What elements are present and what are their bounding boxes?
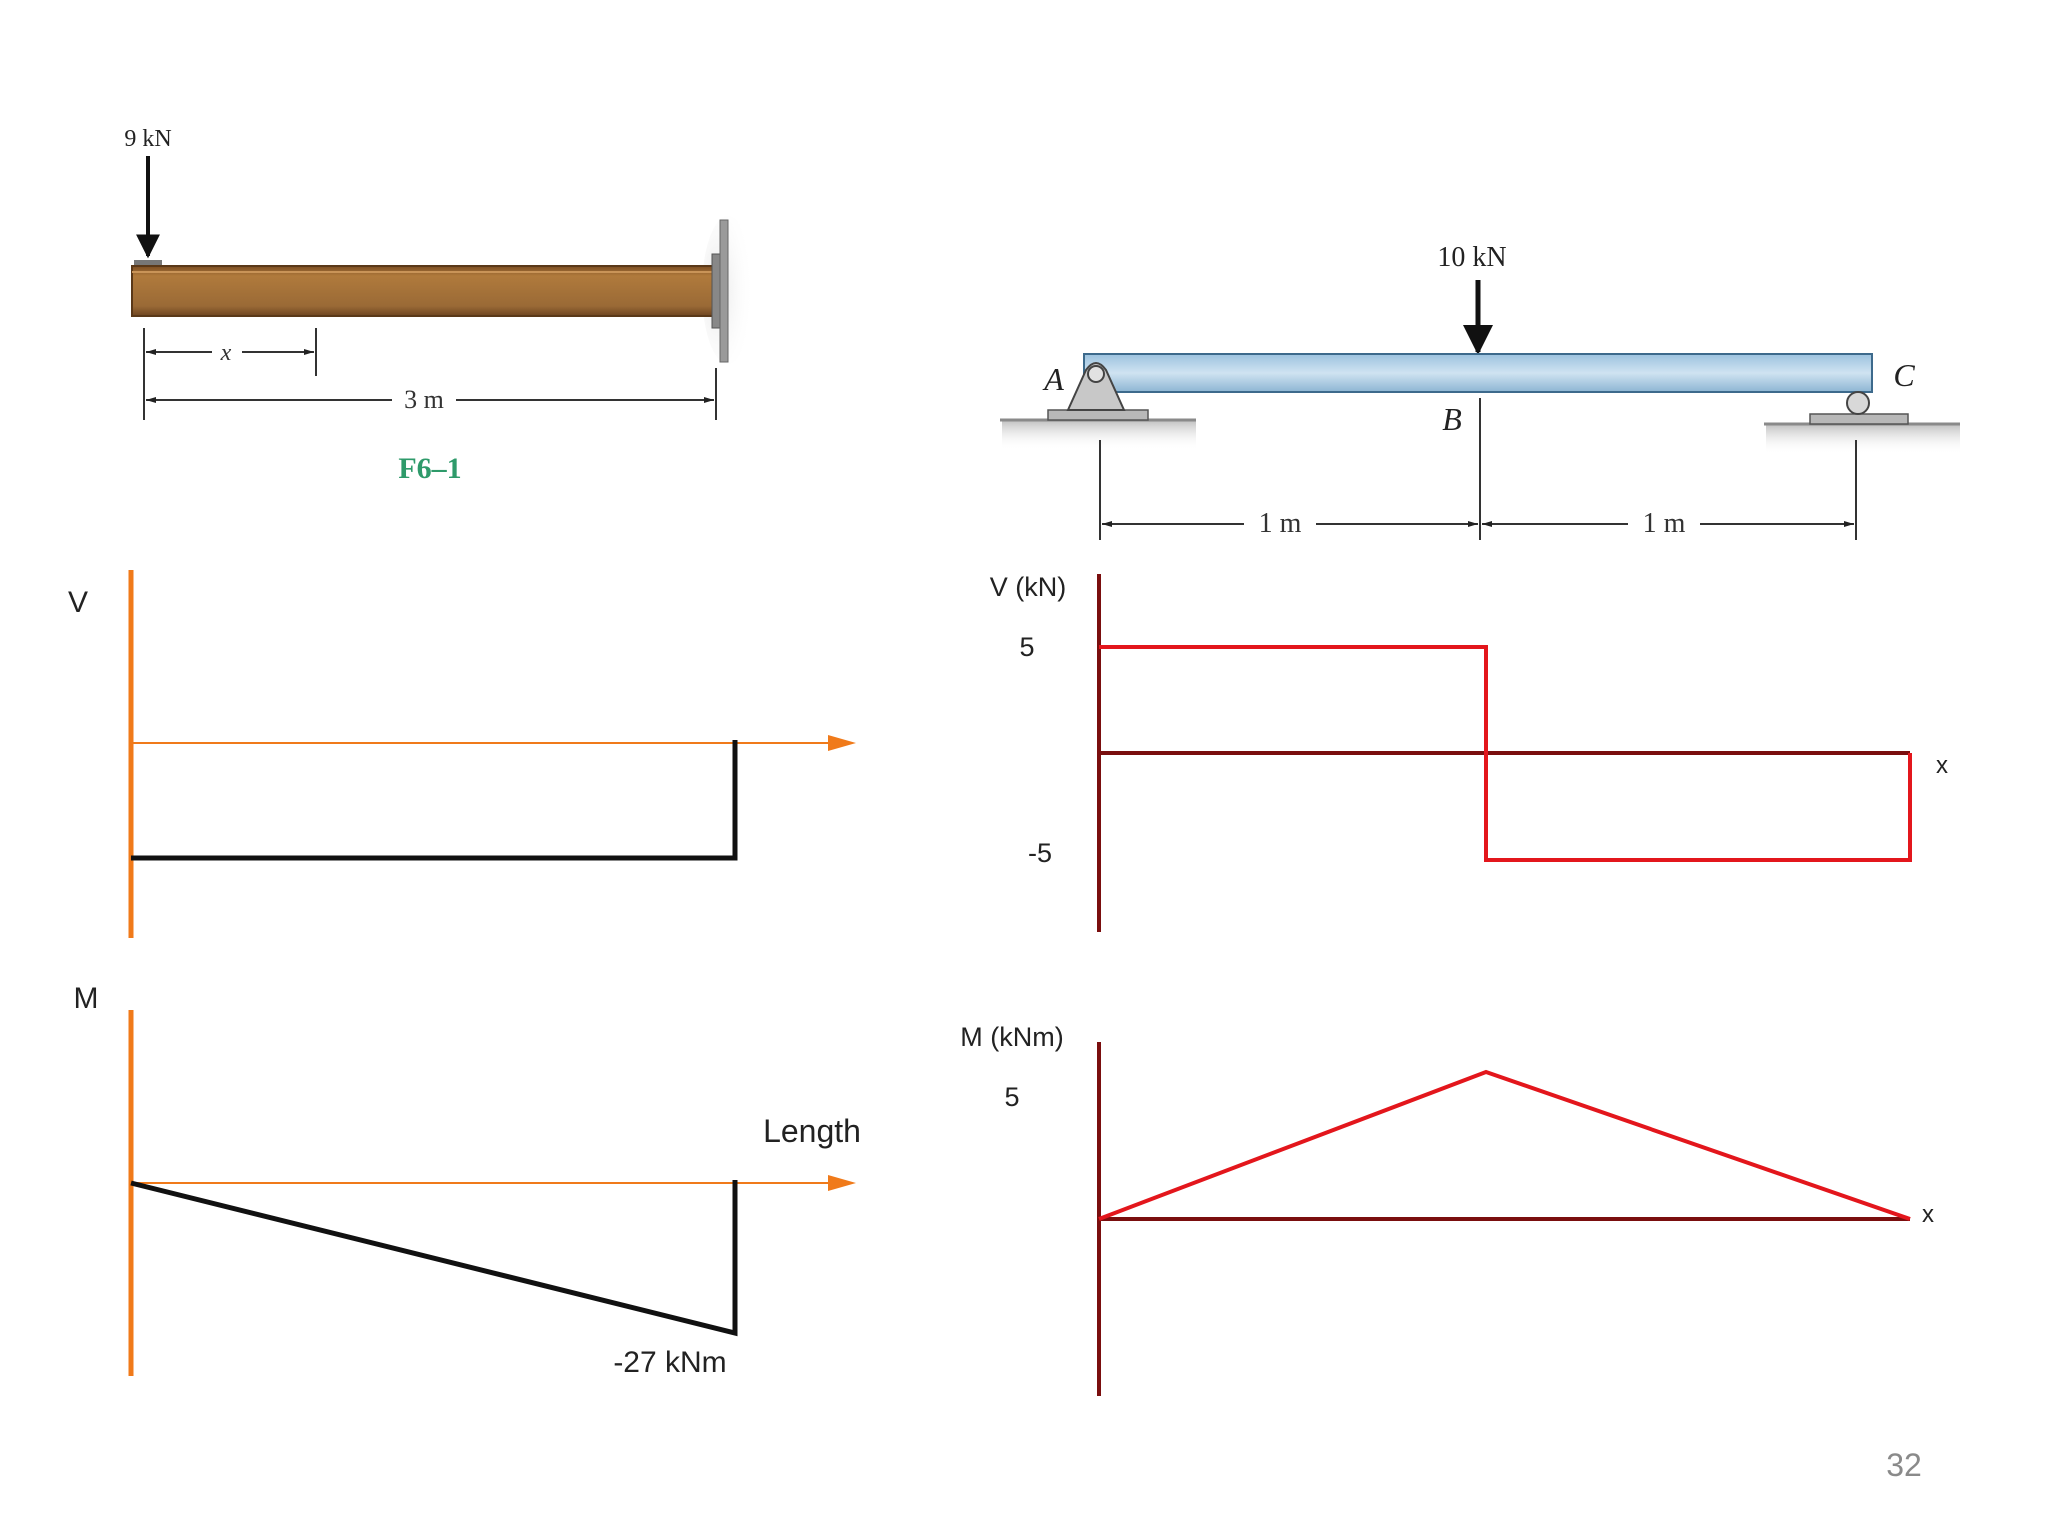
fixed-support-wall: [719, 219, 729, 363]
cantilever-beam: [131, 265, 715, 317]
span-2-label: 1 m: [1643, 508, 1686, 539]
figure-caption: F6–1: [398, 452, 461, 485]
right-shear-tick-top: 5: [1019, 632, 1034, 662]
length-dimension-label: 3 m: [404, 385, 444, 414]
right-shear-tick-bottom: -5: [1028, 838, 1052, 868]
left-moment-curve: [130, 1180, 738, 1337]
x-dimension-label: x: [220, 340, 232, 366]
load-plate: [134, 260, 162, 267]
right-moment-diagram: M (kNm) 5 x: [960, 1022, 1934, 1396]
ground-shadow-c: [1766, 424, 1960, 454]
left-shear-axis-arrowhead: [828, 735, 856, 751]
right-shear-diagram: V (kN) 5 -5 x: [990, 572, 1948, 932]
right-moment-curve: [1098, 1069, 1911, 1221]
point-a-label: A: [1042, 361, 1064, 397]
left-moment-axis-label: M: [74, 982, 99, 1015]
left-moment-x-axis-label: Length: [763, 1113, 861, 1149]
point-b-label: B: [1442, 401, 1462, 437]
ss-beam: [1083, 353, 1873, 393]
cantilever-load-label: 9 kN: [124, 126, 171, 152]
pin-base: [1047, 409, 1149, 421]
span-1-label: 1 m: [1259, 508, 1302, 539]
left-moment-diagram: M Length -27 kNm: [74, 982, 861, 1379]
left-shear-curve: [131, 740, 738, 861]
pin-support-a: [1066, 362, 1126, 411]
right-shear-axis-label: V (kN): [990, 572, 1067, 602]
left-moment-min-label: -27 kNm: [613, 1346, 726, 1379]
cantilever-figure: 9 kN x 3 m F6–1: [124, 126, 754, 485]
left-shear-diagram: V: [68, 570, 856, 938]
right-shear-curve: [1099, 645, 1912, 862]
left-shear-axis-label: V: [68, 586, 88, 619]
simply-supported-figure: 10 kN A C B 1 m 1 m: [1000, 242, 1960, 540]
point-c-label: C: [1893, 357, 1915, 393]
right-moment-tick-top: 5: [1004, 1082, 1019, 1112]
right-shear-x-label: x: [1936, 752, 1948, 779]
right-moment-x-label: x: [1922, 1201, 1934, 1228]
roller-base: [1809, 413, 1909, 425]
ss-load-label: 10 kN: [1437, 242, 1506, 273]
left-moment-axis-arrowhead: [828, 1175, 856, 1191]
right-moment-axis-label: M (kNm): [960, 1022, 1063, 1052]
page-number: 32: [1886, 1447, 1922, 1483]
roller-support-c: [1846, 391, 1870, 415]
